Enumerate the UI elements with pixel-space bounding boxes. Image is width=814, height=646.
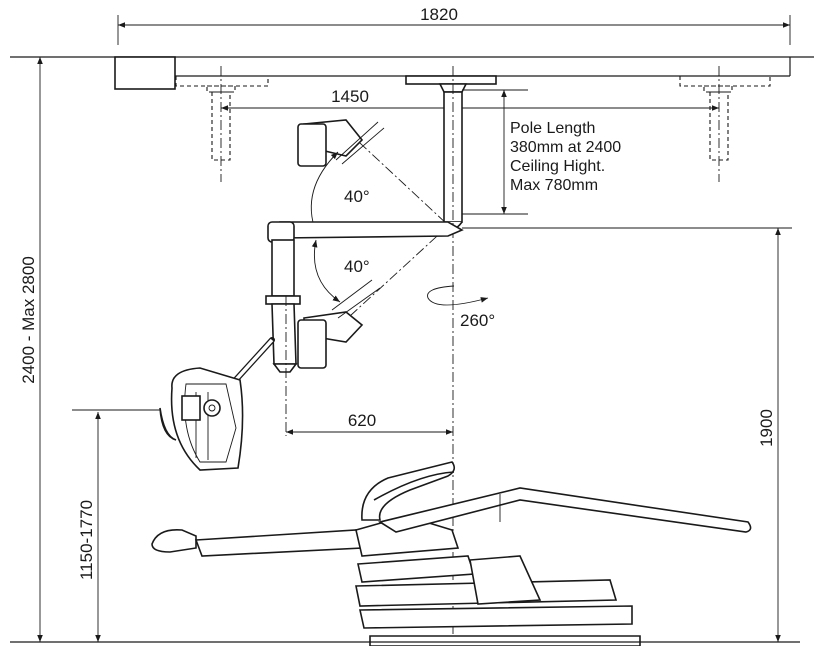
lower-arm-position bbox=[297, 225, 449, 369]
dimension-620-label: 620 bbox=[348, 411, 376, 430]
dimension-total-label: 2400 - Max 2800 bbox=[19, 256, 38, 384]
dimension-lamp-height: 1150-1770 bbox=[72, 409, 160, 642]
upper-angle-label: 40° bbox=[344, 187, 370, 206]
ceiling-junction-box bbox=[114, 56, 176, 90]
main-arm bbox=[265, 221, 464, 436]
rotation-label: 260° bbox=[460, 311, 495, 330]
dimension-1900: 1900 bbox=[462, 227, 792, 642]
dimension-1820: 1820 bbox=[117, 5, 791, 45]
angle-arcs: 40° 40° bbox=[310, 151, 370, 303]
dimension-1450-label: 1450 bbox=[331, 87, 369, 106]
dimension-total-height: 2400 - Max 2800 bbox=[19, 57, 43, 642]
dimension-1450: 1450 bbox=[221, 87, 719, 111]
ceiling-rail bbox=[175, 66, 771, 182]
dimension-1900-label: 1900 bbox=[757, 409, 776, 447]
upper-arm-position bbox=[297, 119, 449, 226]
pole-length-note: Pole Length 380mm at 2400 Ceiling Hight.… bbox=[510, 120, 626, 194]
dental-chair bbox=[151, 461, 752, 646]
operating-light bbox=[159, 337, 275, 471]
dimension-lamp-label: 1150-1770 bbox=[77, 500, 96, 580]
dimension-620: 620 bbox=[286, 411, 453, 435]
rotation-indicator: 260° bbox=[427, 285, 495, 330]
dimension-1820-label: 1820 bbox=[420, 5, 458, 24]
lower-angle-label: 40° bbox=[344, 257, 370, 276]
pole-length-dimension bbox=[462, 89, 528, 215]
center-pole bbox=[405, 66, 497, 646]
ceiling bbox=[10, 56, 814, 90]
